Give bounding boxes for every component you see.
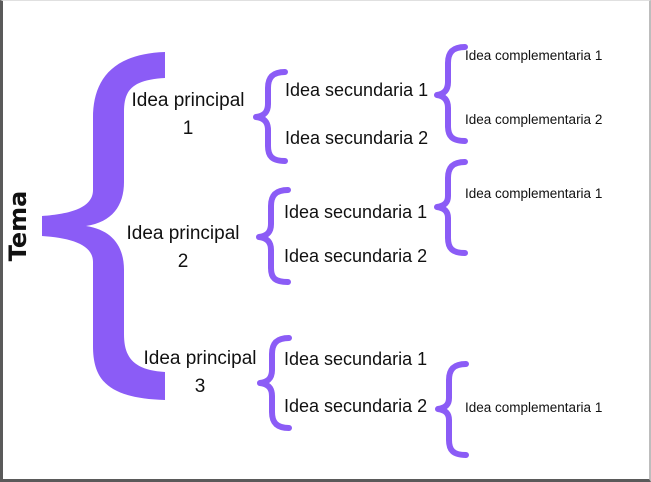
main-idea-1-line1: Idea principal: [131, 90, 245, 111]
secondary-brace-2: [256, 187, 291, 285]
complementary-brace-3: [435, 361, 469, 458]
main-idea-3-line2: 3: [194, 376, 206, 397]
secondary-brace-3: [257, 335, 292, 431]
secondary-idea-2-2: Idea secundaria 2: [284, 246, 428, 266]
complementary-brace-2: [434, 159, 468, 256]
main-idea-2-line1: Idea principal: [126, 223, 240, 244]
main-idea-3: Idea principal 3: [135, 345, 265, 401]
main-idea-2: Idea principal 2: [118, 220, 248, 276]
main-idea-3-line1: Idea principal: [143, 348, 257, 369]
complementary-idea-3-1: Idea complementaria 1: [465, 400, 603, 415]
main-idea-1-line2: 1: [182, 118, 194, 139]
secondary-idea-3-1: Idea secundaria 1: [284, 349, 428, 369]
complementary-idea-1-1: Idea complementaria 1: [465, 48, 603, 63]
secondary-brace-1: [253, 69, 288, 164]
main-idea-1: Idea principal 1: [123, 87, 253, 143]
complementary-idea-2-1: Idea complementaria 1: [465, 186, 603, 201]
main-brace: [42, 52, 165, 400]
secondary-idea-1-1: Idea secundaria 1: [285, 80, 429, 100]
secondary-idea-2-1: Idea secundaria 1: [284, 202, 428, 222]
main-idea-2-line2: 2: [177, 251, 189, 272]
complementary-brace-1: [434, 44, 468, 144]
secondary-idea-3-2: Idea secundaria 2: [284, 396, 428, 416]
secondary-idea-1-2: Idea secundaria 2: [285, 128, 429, 148]
topic-label: Tema: [4, 190, 32, 262]
complementary-idea-1-2: Idea complementaria 2: [465, 112, 603, 127]
